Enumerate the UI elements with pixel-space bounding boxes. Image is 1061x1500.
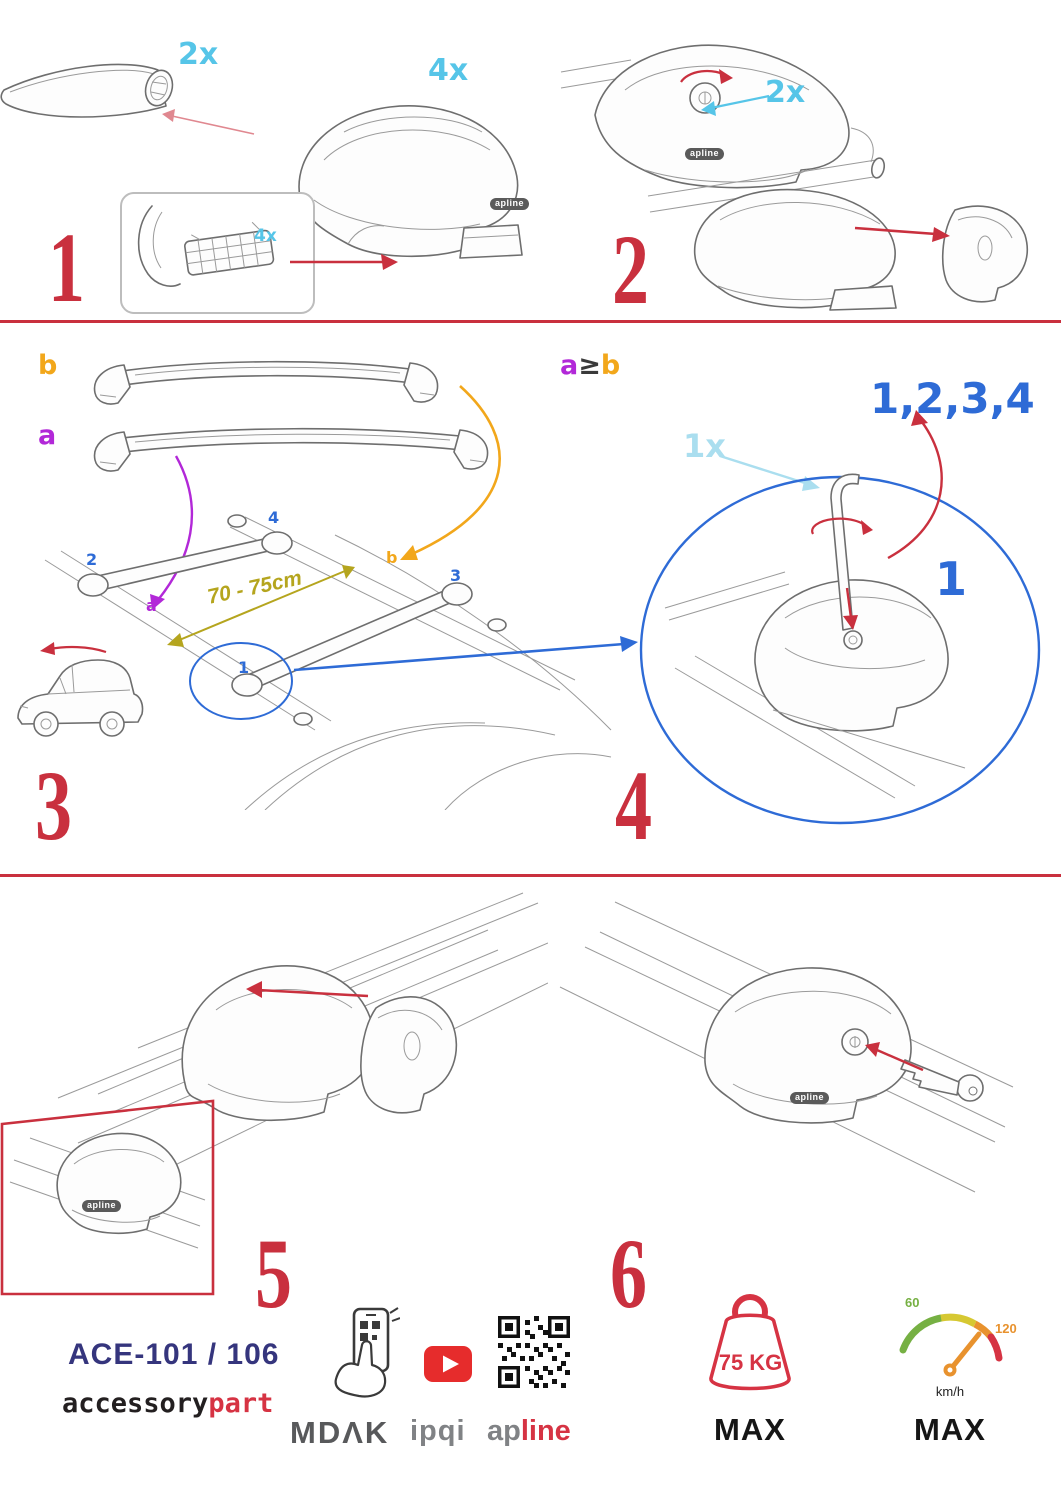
step-1-number: 1 (48, 212, 85, 323)
brand-logo: accessorypart (62, 1388, 273, 1419)
roof-pos-4: 4 (268, 508, 280, 527)
step-6-number: 6 (610, 1218, 647, 1329)
brand-part: part (208, 1388, 274, 1419)
roof-pos-b: b (386, 548, 398, 567)
roof-pos-a: a (146, 596, 157, 615)
foot-quantity: 4x (428, 53, 469, 88)
apline-logo-inset: apline (82, 1200, 122, 1212)
pointer-line (162, 109, 255, 135)
youtube-icon (424, 1346, 472, 1382)
key-lock-drawing-step6 (559, 901, 1014, 1193)
cover-cap-drawing-step5 (57, 892, 548, 1189)
arrow-pad-to-foot (290, 254, 398, 270)
roof-pos-1: 1 (238, 658, 250, 677)
arrow-lock-quantity (701, 94, 770, 116)
apline-logo-foot6: apline (790, 1092, 830, 1104)
step-4-number: 4 (615, 750, 652, 861)
foot-drawing-step1 (298, 105, 523, 259)
speedometer-icon (899, 1313, 1003, 1377)
length-condition: a≥b (560, 352, 620, 379)
apline-logo: apline (487, 1415, 571, 1448)
roof-pos-2: 2 (86, 550, 98, 569)
qr-code (498, 1316, 570, 1388)
speed-unit-label: km/h (935, 1384, 965, 1399)
highlight-circle-pos1 (189, 642, 293, 720)
cond-b: b (600, 350, 621, 381)
max-weight-icon (709, 1294, 791, 1391)
max-weight-label: MAX (714, 1412, 786, 1447)
apline-logo-foot1: apline (490, 198, 530, 210)
cond-a: a (560, 350, 579, 381)
roof-installation-drawing (44, 514, 612, 810)
first-position-label: 1 (935, 552, 968, 606)
car-direction-inset (17, 642, 144, 737)
step-5-number: 5 (255, 1218, 292, 1329)
phone-scan-icon (334, 1307, 400, 1398)
crossbar-a-drawing (93, 427, 489, 472)
crossbar-b-drawing (93, 360, 439, 405)
apline-line: line (520, 1415, 571, 1447)
rubber-pad-drawing (137, 205, 275, 287)
arrow-bar-a-to-roof (150, 455, 194, 610)
arrow-to-detail-circle (293, 636, 638, 672)
cond-op: ≥ (578, 350, 601, 381)
step-2-number: 2 (612, 214, 649, 325)
bar-a-label: a (38, 420, 57, 451)
foot-lock-drawing-step2 (560, 44, 874, 189)
section-divider-2 (0, 874, 1061, 877)
speed-high-label: 120 (995, 1321, 1017, 1336)
step-3-number: 3 (35, 750, 72, 861)
speed-low-label: 60 (905, 1295, 920, 1310)
brand-accessory: accessory (62, 1388, 209, 1419)
section-divider-1 (0, 320, 1061, 323)
apline-logo-foot2: apline (685, 148, 725, 160)
roof-pos-3: 3 (450, 566, 462, 585)
arrow-sequence (887, 410, 943, 560)
lock-quantity: 2x (765, 75, 806, 110)
pad-quantity: 4x (254, 226, 277, 246)
arrow-bar-b-to-roof (400, 385, 501, 560)
max-speed-label: MAX (914, 1412, 986, 1447)
crossbar-profile-drawing (0, 63, 174, 118)
model-number: ACE-101 / 106 (68, 1338, 280, 1371)
tighten-sequence: 1,2,3,4 (870, 374, 1035, 423)
assembly-drawing-step2 (647, 157, 1028, 311)
apline-ap: ap (487, 1415, 521, 1447)
mdak-logo: MDΛK (290, 1415, 390, 1450)
detail-circle-drawing (639, 473, 1041, 825)
key-quantity: 1x (683, 427, 726, 465)
max-weight-value: 75 KG (718, 1350, 783, 1375)
ipqi-logo: ipqi (410, 1415, 466, 1447)
rubber-pad-inset (120, 192, 315, 314)
bar-quantity: 2x (178, 37, 219, 72)
bar-b-label: b (38, 350, 58, 381)
installed-foot-inset (0, 1099, 215, 1296)
